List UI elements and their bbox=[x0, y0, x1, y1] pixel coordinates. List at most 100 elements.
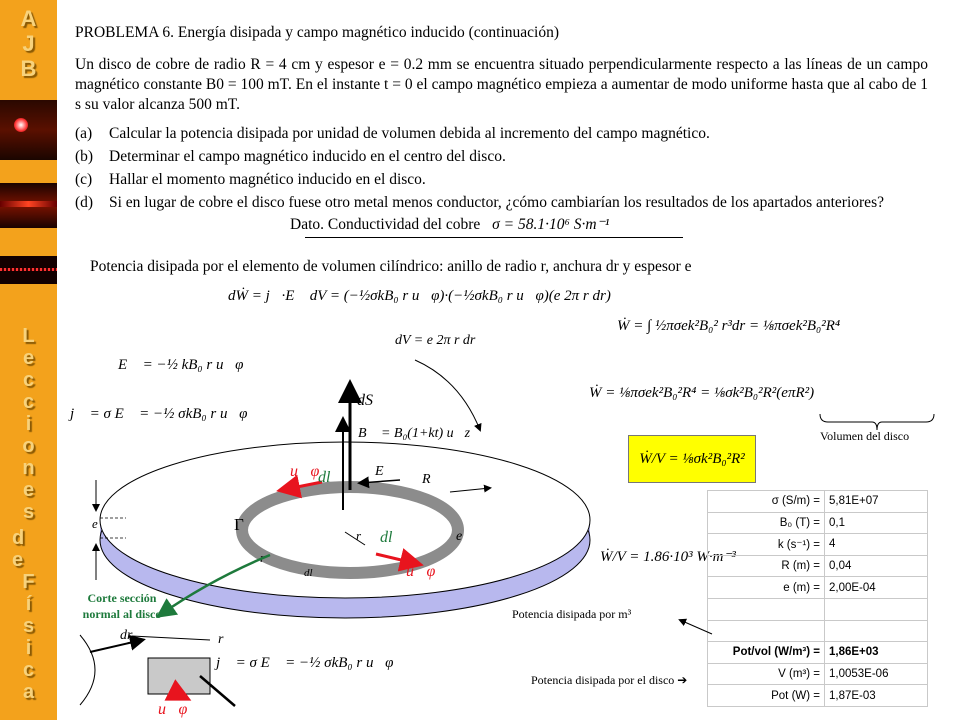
fisica-letter-4: c bbox=[22, 659, 35, 681]
table-key: R (m) = bbox=[707, 554, 825, 578]
eq-j-section: j⃗ = σ E⃗ = −½ σkB₀ r u⃗φ bbox=[216, 655, 394, 671]
separator-line bbox=[305, 237, 683, 238]
table-value bbox=[824, 597, 928, 621]
lecciones-letter-2: c bbox=[22, 369, 35, 391]
table-row bbox=[707, 619, 928, 643]
dr-line bbox=[131, 635, 211, 641]
table-row: V (m³) =1,0053E-06 bbox=[707, 662, 928, 686]
corte-label: Corte sección normal al disco bbox=[82, 591, 162, 621]
problem-statement: Un disco de cobre de radio R = 4 cm y es… bbox=[75, 56, 928, 113]
eq-W-volume: Ẇ = ⅛πσek²B₀²R⁴ = ⅛σk²B₀²R²(eπR²) bbox=[589, 385, 815, 401]
table-value: 1,0053E-06 bbox=[824, 662, 928, 686]
table-value: 1,86E+03 bbox=[824, 641, 928, 664]
E-arrow bbox=[357, 476, 401, 489]
dr-label: dr bbox=[120, 628, 133, 643]
potencia-m3-label: Potencia disipada por m³ bbox=[512, 607, 632, 621]
table-value: 5,81E+07 bbox=[824, 490, 928, 513]
table-row: Pot (W) =1,87E-03 bbox=[707, 684, 928, 707]
volumen-label: Volumen del disco bbox=[820, 429, 910, 443]
dS-label: dS⃗ bbox=[357, 392, 385, 409]
ajb-letter-0: A bbox=[20, 6, 37, 31]
lecciones-letter-4: i bbox=[25, 413, 32, 435]
lecciones-letter-6: n bbox=[22, 457, 35, 479]
fisica-letter-2: s bbox=[22, 615, 35, 637]
disk-diagram: dS⃗ E⃗ R r r dl e Γ u⃗φ dl⃗ dl⃗ u⃗φ e r … bbox=[79, 359, 591, 718]
table-key: k (s⁻¹) = bbox=[707, 533, 825, 556]
item-a: (a) Calcular la potencia disipada por un… bbox=[75, 125, 710, 142]
table-row: e (m) =2,00E-04 bbox=[707, 576, 928, 599]
u-phi-arrow-section bbox=[164, 679, 192, 701]
dato-label: Dato. Conductividad del cobre bbox=[290, 216, 481, 233]
u-phi-label-section: u⃗φ bbox=[158, 701, 187, 718]
eq-E: E⃗ = −½ kB₀ r u⃗φ bbox=[118, 357, 244, 373]
table-key: B₀ (T) = bbox=[707, 511, 825, 535]
lecciones-letter-7: e bbox=[22, 479, 35, 501]
disk-top bbox=[99, 441, 591, 599]
sigma-value: σ = 58.1·10⁶ S·m⁻¹ bbox=[492, 216, 610, 233]
sidebar-thumbnail-1 bbox=[0, 100, 57, 160]
sidebar-thumbnail-3 bbox=[0, 256, 57, 284]
r-vector-section bbox=[89, 634, 146, 653]
E-label: E⃗ bbox=[374, 464, 394, 479]
de-letter-1: e bbox=[12, 549, 24, 571]
table-row: σ (S/m) =5,81E+07 bbox=[707, 490, 928, 513]
potencia-disco-label: Potencia disipada por el disco ➔ bbox=[531, 673, 688, 687]
r-line bbox=[344, 531, 366, 546]
dl-label-top: dl⃗ bbox=[318, 469, 343, 486]
u-phi-arrow-bottom bbox=[375, 548, 424, 572]
r-label: r bbox=[356, 528, 362, 543]
lecciones-letter-0: L bbox=[22, 325, 35, 347]
table-row: R (m) =0,04 bbox=[707, 554, 928, 578]
fisica-letter-1: í bbox=[25, 593, 32, 615]
cross-section-arc bbox=[79, 634, 96, 706]
lecciones-letter-8: s bbox=[22, 501, 35, 523]
eq-j: j⃗ = σ E⃗ = −½ σkB₀ r u⃗φ bbox=[70, 406, 248, 422]
lecciones-letter-3: c bbox=[22, 391, 35, 413]
lecciones-letter-1: e bbox=[22, 347, 35, 369]
table-row: Pot/vol (W/m³) =1,86E+03 bbox=[707, 641, 928, 664]
table-key: e (m) = bbox=[707, 576, 825, 599]
table-key: σ (S/m) = bbox=[707, 490, 825, 513]
fisica-letter-5: a bbox=[22, 681, 35, 703]
R-label: R bbox=[421, 472, 431, 487]
r-label-section: r bbox=[218, 632, 224, 647]
table-key: V (m³) = bbox=[707, 662, 825, 686]
table-key: Pot/vol (W/m³) = bbox=[707, 641, 825, 664]
solution-subheading: Potencia disipada por el elemento de vol… bbox=[90, 258, 692, 275]
table-row: B₀ (T) =0,1 bbox=[707, 511, 928, 535]
table-value: 1,87E-03 bbox=[824, 684, 928, 707]
eq-dW: dẆ = j⃗·E⃗ dV = (−½σkB₀ r u⃗φ)·(−½σkB₀ r… bbox=[228, 288, 611, 304]
e-label-left: e bbox=[92, 516, 98, 531]
lecciones-letter-5: o bbox=[22, 435, 35, 457]
ajb-letter-2: B bbox=[20, 56, 37, 81]
table-row bbox=[707, 597, 928, 621]
problem-title: PROBLEMA 6. Energía disipada y campo mag… bbox=[75, 24, 559, 41]
R-arrow bbox=[449, 484, 492, 493]
dl-label-bottom: dl⃗ bbox=[380, 529, 405, 546]
gamma-label: Γ bbox=[234, 515, 244, 534]
table-key bbox=[707, 619, 825, 643]
eq-W-per-volume-highlight: Ẇ/V = ⅛σk²B₀²R² bbox=[628, 435, 756, 483]
item-d: (d) Si en lugar de cobre el disco fuese … bbox=[75, 194, 884, 211]
section-arrow bbox=[155, 553, 271, 618]
dV-pointer bbox=[414, 359, 482, 432]
fisica-letter-3: i bbox=[25, 637, 32, 659]
u-phi-label-bottom: u⃗φ bbox=[406, 563, 435, 580]
u-phi-arrow-top bbox=[276, 474, 323, 499]
u-phi-label-top: u⃗φ bbox=[290, 463, 319, 480]
table-row: k (s⁻¹) =4 bbox=[707, 533, 928, 556]
dl-small-label: dl bbox=[304, 567, 313, 579]
item-c: (c) Hallar el momento magnético inducido… bbox=[75, 171, 426, 188]
eq-B: B⃗ = B₀(1+kt) u⃗z bbox=[358, 426, 471, 441]
dato-line: Dato. Conductividad del cobre σ = 58.1·1… bbox=[290, 215, 609, 234]
e-label-right: e bbox=[456, 529, 462, 544]
eq-W-integral: Ẇ = ∫ ½πσek²B₀² r³dr = ⅛πσek²B₀²R⁴ bbox=[617, 318, 841, 334]
eq-dV: dV = e 2π r dr bbox=[395, 333, 476, 348]
fisica-letter-0: F bbox=[22, 571, 35, 593]
